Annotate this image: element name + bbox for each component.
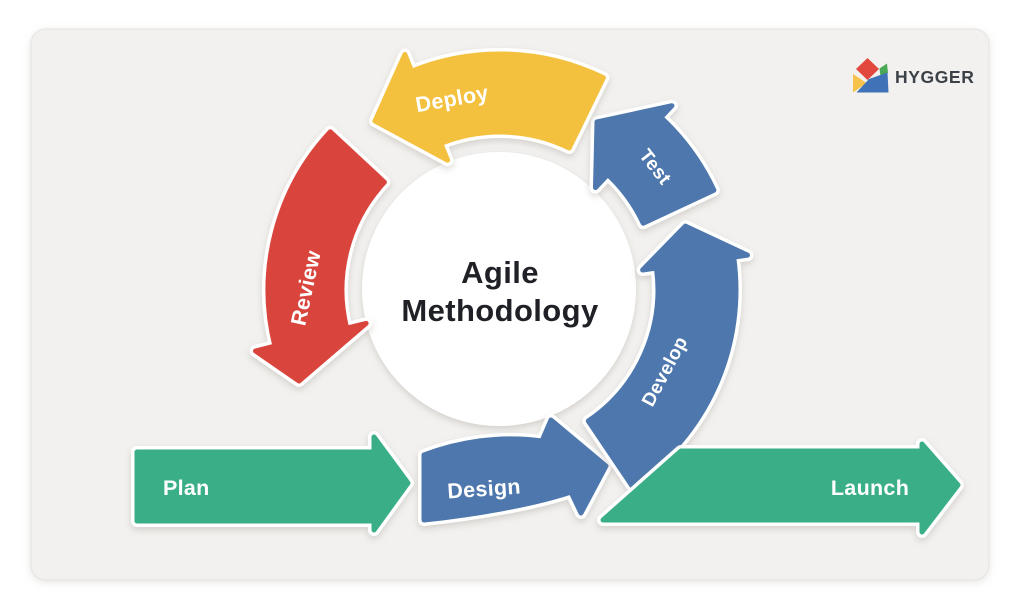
- center-title-line2: Methodology: [401, 293, 599, 328]
- center-title-line1: Agile: [461, 255, 539, 290]
- label-design: Design: [447, 474, 522, 503]
- label-launch: Launch: [831, 476, 909, 500]
- logo-yellow-facet: [853, 74, 867, 93]
- label-plan: Plan: [163, 476, 210, 500]
- logo-red-diamond: [856, 58, 879, 80]
- hygger-logo-text: HYGGER: [895, 67, 974, 87]
- center-title: Agile Methodology: [401, 255, 599, 328]
- center-circle: [362, 152, 636, 426]
- hygger-logo-icon: [853, 58, 889, 93]
- hygger-logo: HYGGER: [853, 58, 974, 93]
- logo-blue-facet: [856, 72, 889, 93]
